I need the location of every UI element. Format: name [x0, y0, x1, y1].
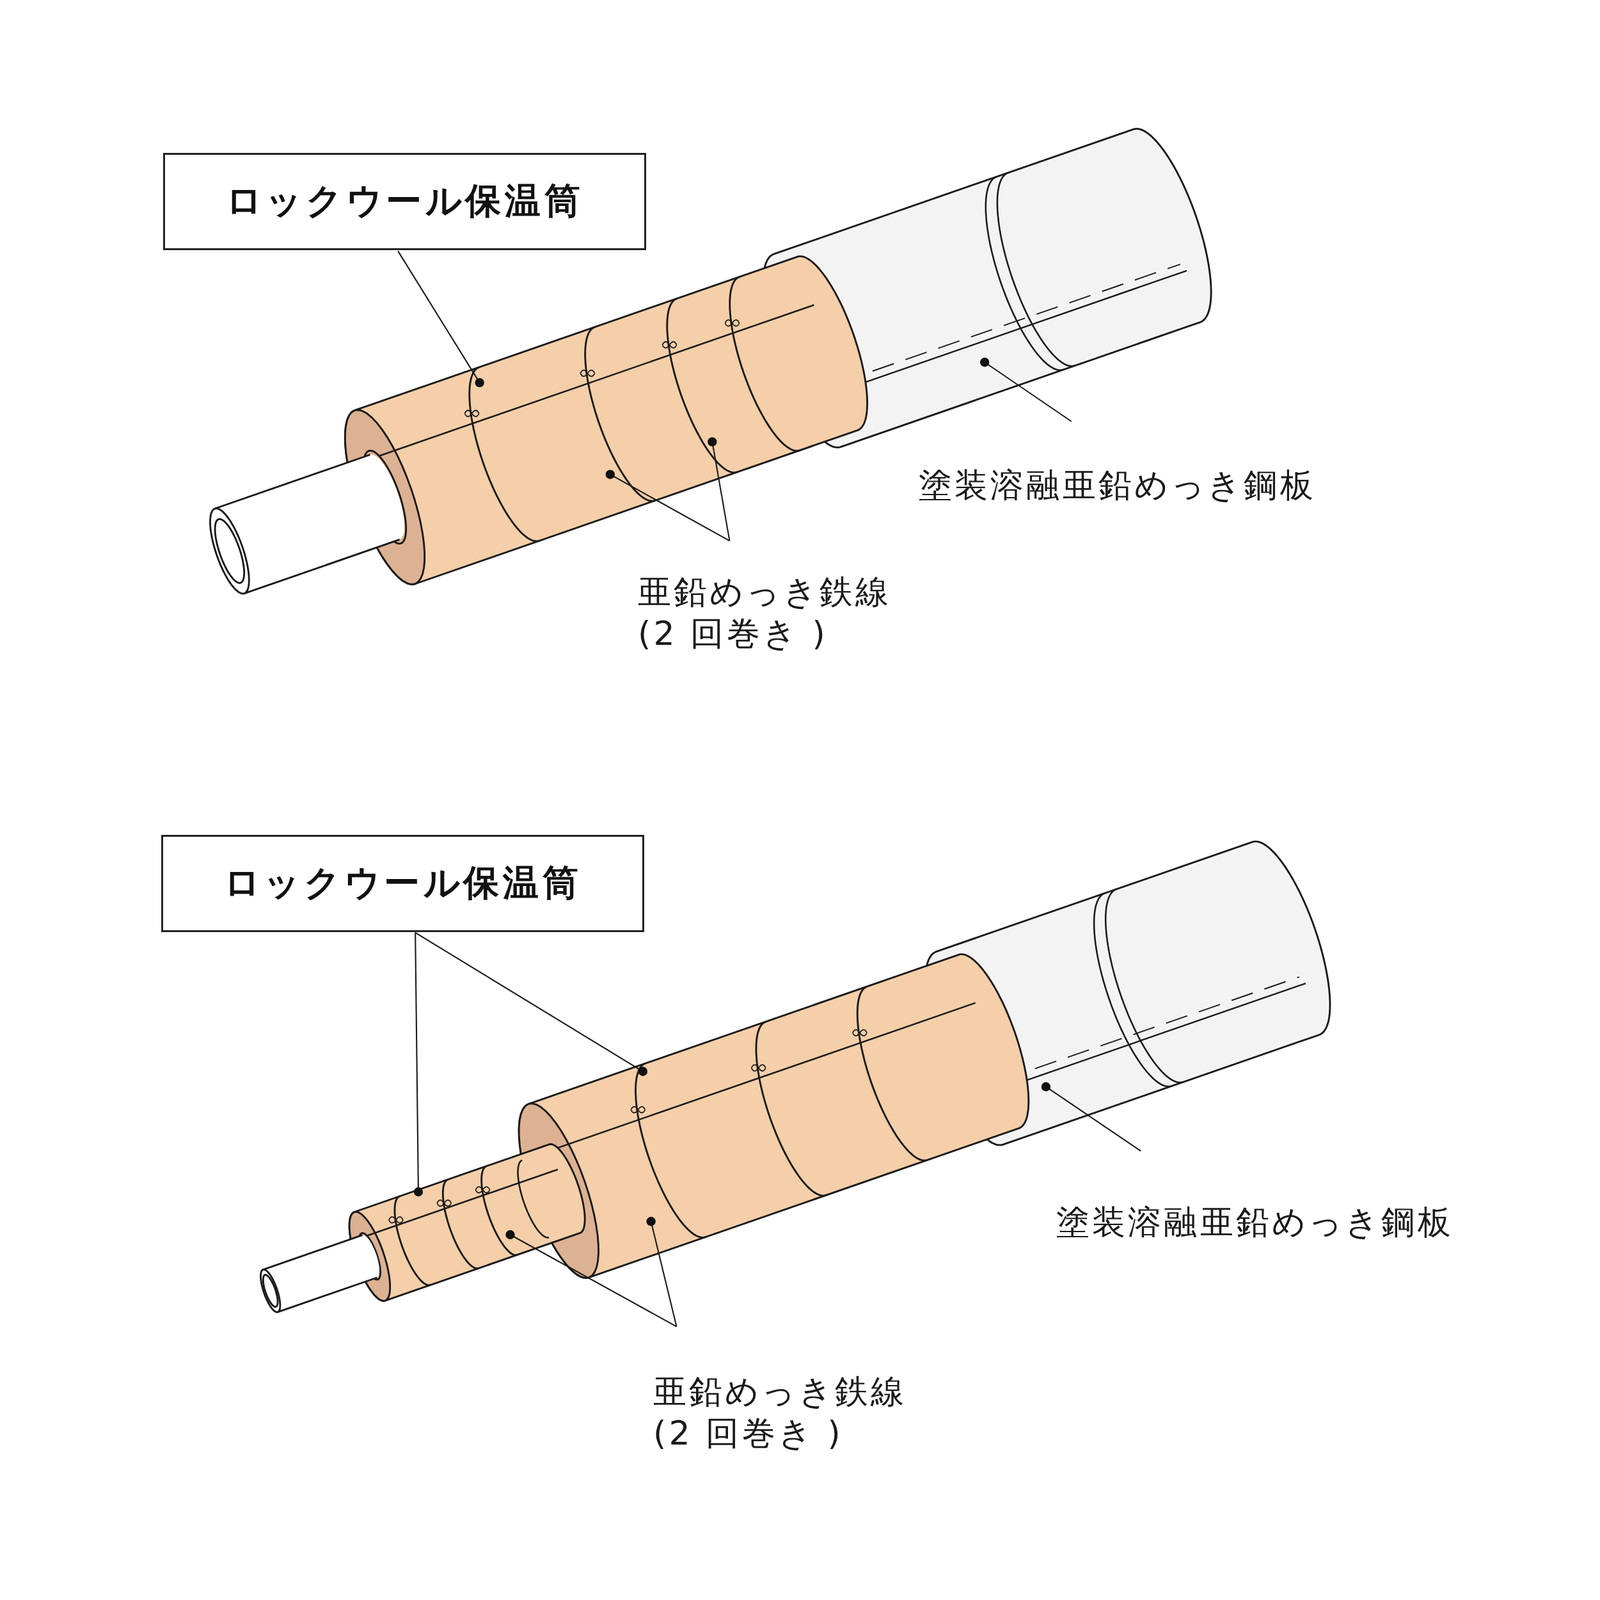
jacket-band	[1105, 889, 1183, 1083]
leader-line	[510, 1234, 677, 1327]
wire-twist	[580, 370, 595, 377]
pipe-edge	[244, 539, 400, 594]
leader-dot	[474, 378, 484, 388]
part-label: 亜鉛めっき鉄線 (2 回巻き )	[637, 571, 907, 655]
leader-dot	[980, 357, 990, 367]
part-label: 塗装溶融亜鉛めっき鋼板	[918, 464, 1316, 507]
insulation-joint	[585, 326, 656, 501]
insulation-joint	[756, 1021, 826, 1196]
pipe-body	[209, 454, 405, 594]
jacket-seam	[1002, 976, 1300, 1080]
pipe-bore	[262, 1275, 278, 1307]
insulation-joint	[394, 1196, 431, 1286]
wire-twist	[630, 1106, 645, 1114]
jacket-seam	[839, 264, 1181, 383]
box-title: ロックウール保温筒	[223, 859, 582, 908]
wire-twist	[852, 1029, 867, 1037]
leader-line	[1045, 1086, 1141, 1151]
pipe-end	[210, 508, 250, 594]
part-label: 塗装溶融亜鉛めっき鋼板	[1056, 1201, 1454, 1244]
wire-twist	[751, 1064, 766, 1071]
leader-line	[651, 1221, 677, 1327]
insulation-joint	[442, 1179, 479, 1269]
wire-twist	[475, 1186, 490, 1194]
insulation-joint	[481, 1166, 518, 1256]
wire-twist	[436, 1200, 452, 1207]
pipe-edge	[277, 1277, 377, 1313]
leaders	[397, 250, 1141, 1327]
pipe-body	[260, 1234, 380, 1313]
leader-dot	[605, 470, 615, 480]
part-label: 亜鉛めっき鉄線 (2 回巻き )	[653, 1370, 922, 1455]
leader-dot	[413, 1187, 423, 1197]
pipe-edge	[262, 1235, 363, 1270]
leader-line	[415, 932, 419, 1192]
leader-line	[415, 932, 643, 1072]
insulation-joint	[469, 367, 540, 542]
pipe-end	[260, 1269, 280, 1313]
leader-dot	[707, 436, 717, 446]
leader-dot	[1041, 1082, 1051, 1092]
leader-line	[712, 442, 730, 542]
rockwool-insulation	[518, 954, 1029, 1279]
leader-dot	[646, 1216, 656, 1226]
rockwool-insulation	[349, 1143, 585, 1301]
pipe-edge	[214, 454, 371, 509]
leader-line	[984, 362, 1072, 422]
pipe-assembly	[209, 128, 1212, 594]
leader-line	[610, 474, 730, 542]
wire-twist	[724, 319, 739, 327]
jacket-lock-seam	[991, 983, 1306, 1093]
insulation-joint	[857, 986, 927, 1161]
leader-dot	[638, 1067, 648, 1077]
wire-twist	[662, 341, 677, 349]
insulation-seam	[351, 1169, 558, 1242]
insulation-step	[518, 1160, 550, 1238]
pipe-bore	[214, 518, 245, 583]
wire-twist	[388, 1216, 404, 1224]
label-box: ロックウール保温筒	[161, 834, 645, 933]
wire-twist	[464, 410, 479, 417]
jacket-lock-seam	[829, 270, 1187, 395]
box-title: ロックウール保温筒	[225, 177, 584, 226]
insulation-joint	[635, 1063, 706, 1238]
label-box: ロックウール保温筒	[163, 152, 647, 251]
leader-line	[397, 250, 480, 383]
insulation-seam	[522, 1003, 976, 1161]
rockwool-insulation	[344, 256, 867, 585]
insulation-seam	[348, 305, 814, 468]
leader-dot	[505, 1230, 515, 1240]
insulation-joint	[729, 277, 800, 452]
jacket-band	[997, 172, 1075, 366]
